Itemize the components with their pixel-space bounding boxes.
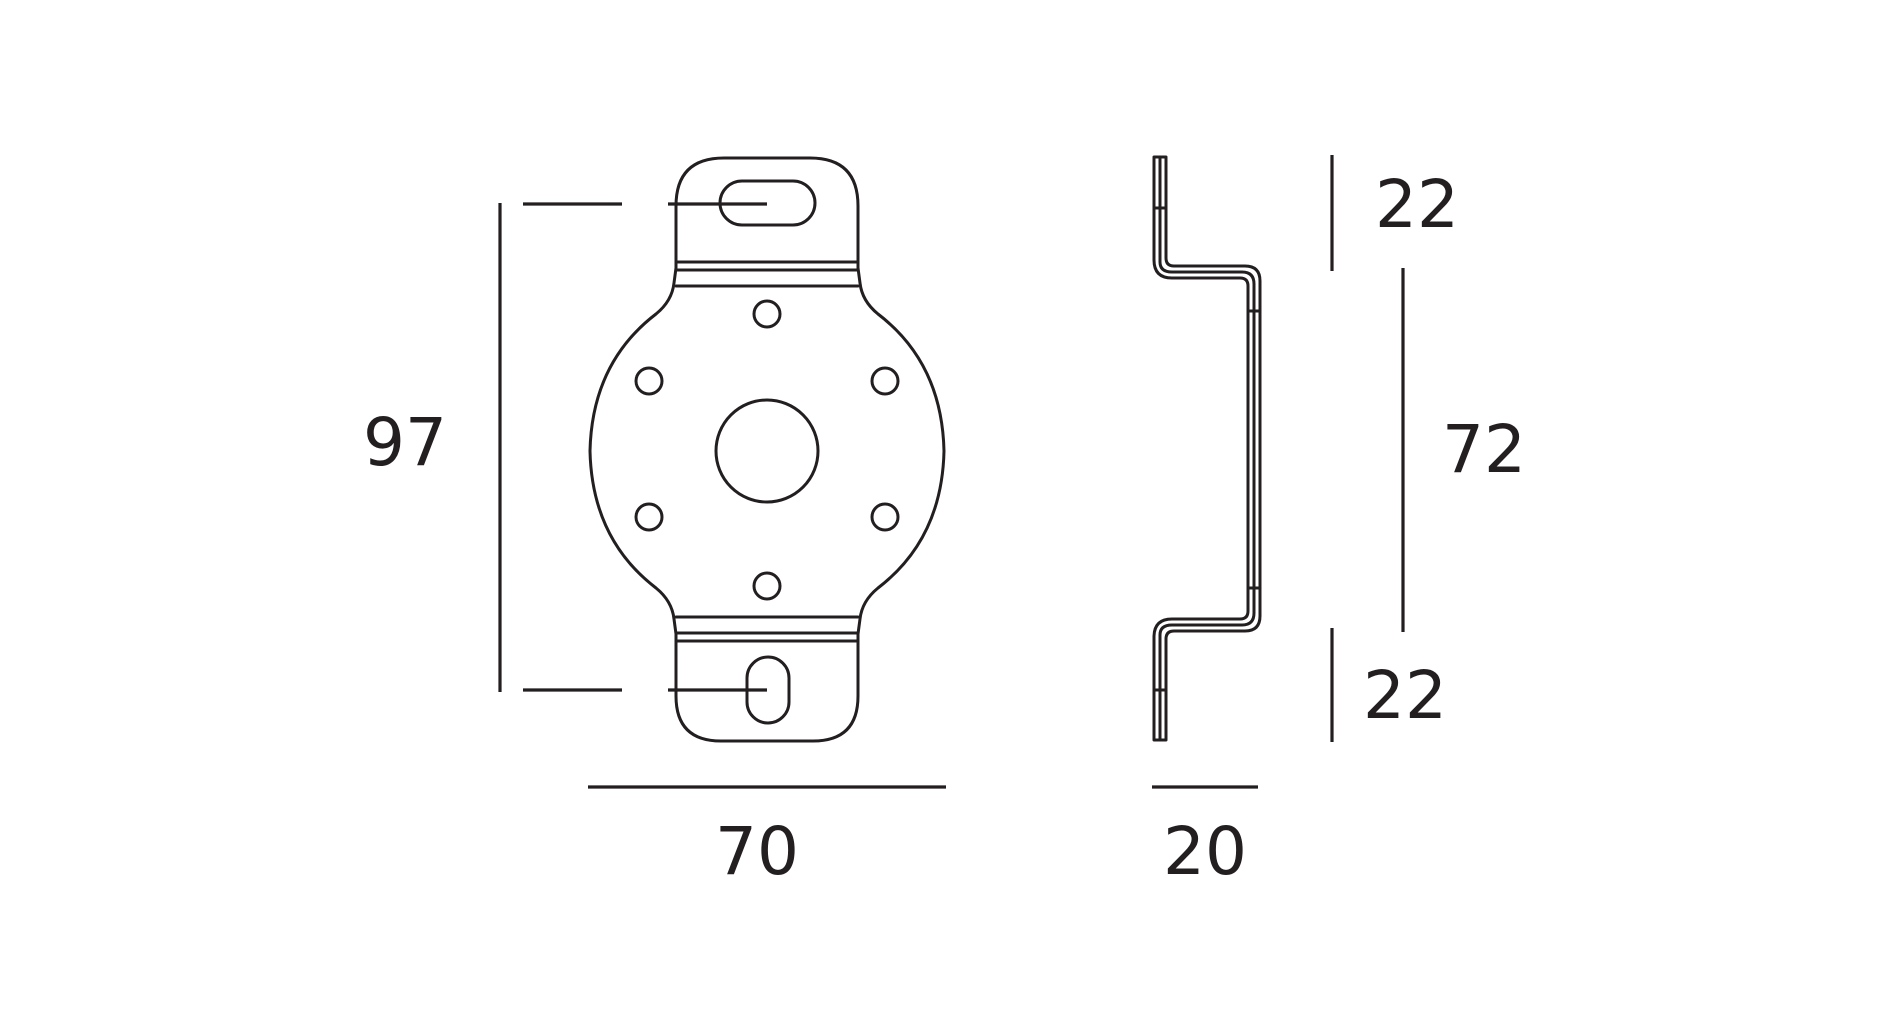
screw-hole-upper-left bbox=[634, 366, 664, 396]
screw-hole-lower-left bbox=[634, 502, 664, 532]
front-height-dimension: 97 bbox=[363, 202, 767, 692]
side-bottom-flange-dimension: 22 bbox=[1330, 628, 1447, 742]
bracket-front-view bbox=[588, 156, 946, 743]
front-width-dimension: 70 bbox=[588, 785, 946, 890]
side-depth-dimension: 20 bbox=[1152, 785, 1258, 890]
side-profile-inner-line bbox=[1158, 155, 1256, 742]
side-profile-outline bbox=[1152, 155, 1262, 742]
bracket-side-view bbox=[1152, 155, 1262, 742]
dimension-label-22-bottom: 22 bbox=[1363, 657, 1447, 734]
screw-hole-bottom bbox=[752, 571, 782, 601]
bracket-outline bbox=[588, 156, 946, 743]
center-hole bbox=[714, 398, 820, 504]
side-middle-dimension: 72 bbox=[1401, 268, 1526, 632]
screw-hole-lower-right bbox=[870, 502, 900, 532]
screw-hole-top bbox=[752, 299, 782, 329]
side-top-flange-dimension: 22 bbox=[1330, 155, 1459, 271]
dimension-label-70: 70 bbox=[715, 813, 799, 890]
dimension-label-72: 72 bbox=[1442, 411, 1526, 488]
screw-hole-upper-right bbox=[870, 366, 900, 396]
dimension-label-22-top: 22 bbox=[1375, 166, 1459, 243]
dimension-label-97: 97 bbox=[363, 404, 447, 481]
dimension-label-20: 20 bbox=[1163, 813, 1247, 890]
